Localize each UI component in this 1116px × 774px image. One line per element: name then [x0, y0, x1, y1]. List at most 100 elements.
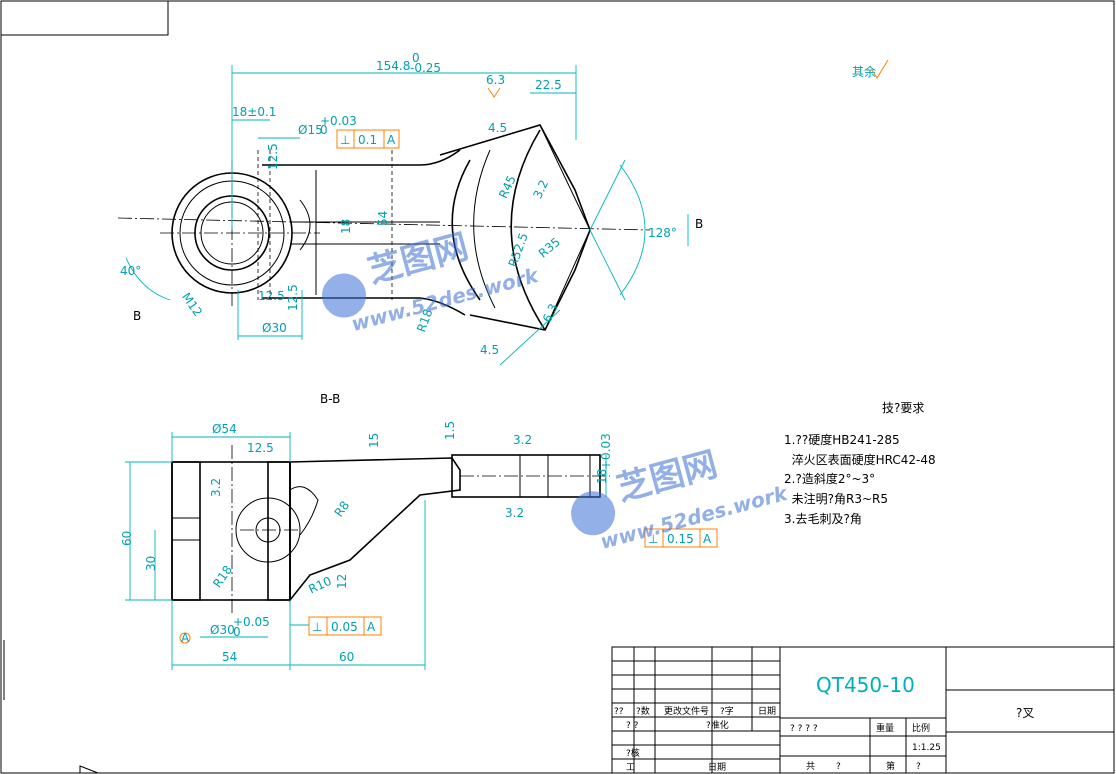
dim-bore-upper: +0.03 [320, 114, 357, 128]
watermark-brand: 芝图网 [364, 227, 473, 292]
top-view-dimensions: 154.8 0 -0.25 18±0.1 Ø15 +0.03 0 ⊥ 0.1 A… [120, 51, 889, 366]
tech-req-item-1: 1.??硬度HB241-285 [784, 432, 900, 447]
rough-12-5-b: 12.5 [258, 289, 285, 303]
fcf-1-frame [336, 129, 400, 149]
top-view [117, 124, 651, 331]
dim-angle-128: 128° [648, 226, 677, 240]
tb-row-check: ?核 [626, 747, 640, 759]
rest-roughness-symbol [871, 59, 889, 79]
dim-bore-dia: Ø15 [298, 123, 323, 137]
dim-30-vertical: 30 [144, 556, 158, 571]
tb-sheet-label: 第 [886, 760, 895, 772]
dim-r10: R10 [306, 574, 333, 597]
rough-symbol-top [487, 87, 501, 98]
dim-12: 12 [335, 574, 349, 589]
fork-mid-arc [473, 149, 496, 309]
dim-3-2: 3.2 [530, 178, 551, 201]
dim-overall-length: 154.8 [376, 59, 410, 73]
fcf-3-frame [308, 616, 382, 636]
fork-outer-arc [451, 159, 481, 301]
tech-req-title: 技?要求 [882, 401, 924, 415]
datum-a-circle [179, 632, 191, 644]
tb-row-design: ? ? [626, 721, 639, 731]
dim-54-top: 54 [376, 211, 390, 226]
tb-weight-label: 重量 [876, 722, 894, 734]
tech-req-item-3: 2.?造斜度2°~3° [784, 471, 875, 486]
dim-arc-40 [125, 257, 171, 301]
tb-header-count: ?数 [636, 705, 650, 717]
title-block: ?? ?数 更改文件号 ?字 日期 ? ? ?准化 ?核 工 日期 QT450-… [611, 646, 1115, 774]
drawing-name: ?叉 [1016, 706, 1034, 720]
tb-header-docno: 更改文件号 [664, 705, 709, 717]
rough-3-2-c: 3.2 [505, 506, 524, 520]
dim-1-5: 1.5 [443, 421, 457, 440]
dim-bore-lower: 0 [320, 123, 328, 137]
dim-m12: M12 [179, 290, 205, 319]
ext-128-top [589, 159, 626, 231]
hub-outline [171, 461, 291, 601]
arm-fillet-left [299, 199, 311, 251]
fcf-3-tol: 0.05 [331, 620, 358, 634]
hub-right-wall [267, 461, 291, 601]
watermark-logo-icon [322, 273, 367, 318]
section-label-b-left: B [133, 309, 141, 323]
dim-dia30-upper: +0.05 [233, 615, 270, 629]
rough-3-2-a: 3.2 [513, 433, 532, 447]
arm-pin-boss [235, 497, 301, 563]
rough-12-5-section: 12.5 [247, 441, 274, 455]
dim-60-horizontal: 60 [339, 650, 354, 664]
dim-18-pos: 18±0.1 [232, 105, 276, 119]
dim-22-5: 22.5 [535, 78, 562, 92]
dim-4-5-top: 4.5 [488, 121, 507, 135]
dim-60-vertical: 60 [120, 531, 134, 546]
fcf-3-datum: A [367, 620, 376, 634]
main-centerline [117, 217, 651, 231]
ext-128-bottom [589, 229, 626, 301]
tb-header-sign: ?字 [720, 705, 734, 717]
dim-54-horizontal: 54 [222, 650, 237, 664]
fcf-2-tol: 0.15 [667, 532, 694, 546]
dim-18-bore-tol: +0.03 [599, 433, 613, 470]
fcf-1-symbol: ⊥ [340, 133, 350, 147]
dim-15: 15 [367, 433, 381, 448]
dim-18-bore: 18 [595, 469, 609, 484]
tb-row-standard: ?准化 [706, 719, 729, 731]
fcf-1-datum: A [387, 133, 396, 147]
dim-angle-40: 40° [120, 264, 141, 278]
fcf-3-symbol: ⊥ [312, 620, 322, 634]
dim-r8: R8 [332, 498, 353, 519]
dim-4-5-bottom: 4.5 [480, 343, 499, 357]
tech-req-item-2: 淬火区表面硬度HRC42-48 [784, 452, 936, 467]
tech-req-item-5: 3.去毛刺及?角 [784, 512, 862, 526]
fork-inner-arc [510, 129, 546, 331]
dim-dia54: Ø54 [212, 422, 237, 436]
hub-left-wall [171, 461, 201, 601]
tb-total-label: 共 [806, 761, 815, 772]
rough-6-3-top: 6.3 [486, 73, 505, 87]
dim-dia30-top: Ø30 [262, 321, 287, 335]
section-view [171, 445, 610, 615]
rough-3-2-b: 3.2 [209, 478, 223, 497]
rough-12-5-c: 12.5 [286, 284, 300, 311]
bottom-arrow-mark [79, 765, 99, 774]
tech-req-item-4: 未注明?角R3~R5 [784, 491, 888, 506]
dim-r18-section: R18 [210, 563, 235, 590]
tb-sheet-unit: ? [916, 762, 921, 772]
dim-dia30-lower: 0 [233, 625, 241, 639]
section-title: B-B [320, 392, 340, 406]
fcf-2-datum: A [703, 532, 712, 546]
arm-bottom-edge [262, 297, 466, 316]
dim-r35: R35 [536, 235, 563, 261]
dim-overall-upper: 0 [412, 51, 420, 65]
section-label-b-right: B [695, 217, 703, 231]
corner-code-box [0, 0, 169, 36]
dim-arc-128 [619, 164, 646, 296]
tb-scale-label: 比例 [912, 722, 930, 734]
tb-header-mark: ?? [614, 707, 624, 717]
tb-scale-value: 1:1.25 [912, 743, 941, 753]
tb-row-process: 工 [626, 763, 635, 773]
dim-r52-5: R52.5 [506, 231, 531, 269]
arm-top-edge [262, 149, 461, 166]
